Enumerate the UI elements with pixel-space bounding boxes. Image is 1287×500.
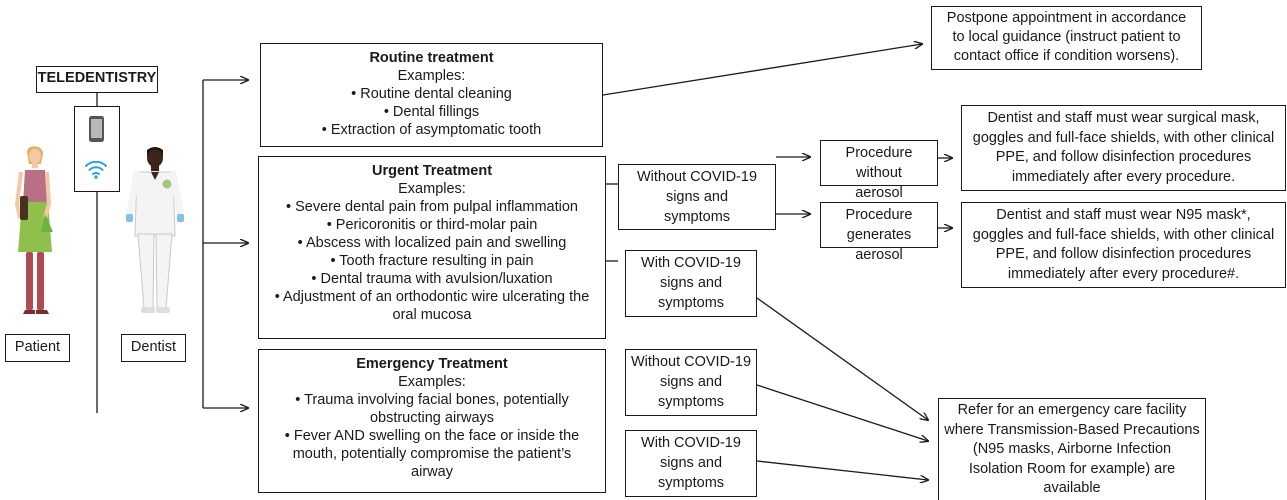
procedure-line: Procedure	[845, 207, 913, 223]
n95-mask-ppe-box: Dentist and staff must wear N95 mask*, g…	[961, 202, 1286, 288]
condition-line: With COVID-19	[641, 435, 741, 451]
outcome-line: Isolation Room for example) are	[968, 460, 1176, 477]
condition-line: signs and	[665, 189, 729, 205]
teledentistry-device-box	[74, 106, 120, 192]
outcome-line: (N95 masks, Airborne Infection	[972, 441, 1172, 457]
condition-line: signs and	[659, 455, 723, 471]
emergency-item: airway	[411, 464, 453, 480]
urgent-with-covid-box: With COVID-19 signs and symptoms	[625, 250, 757, 317]
outcome-line: immediately after every procedure#.	[1007, 265, 1240, 282]
outcome-line: goggles and full-face shields, with othe…	[972, 129, 1275, 146]
urgent-item: • Dental trauma with avulsion/luxation	[311, 271, 553, 287]
outcome-line: available	[1043, 480, 1101, 496]
emergency-examples-label: Examples:	[398, 374, 466, 390]
outcome-line: contact office if condition worsens).	[953, 48, 1180, 64]
refer-emergency-facility-box: Refer for an emergency care facility whe…	[938, 398, 1206, 500]
emergency-without-covid-box: Without COVID-19 signs and symptoms	[625, 349, 757, 416]
condition-line: signs and	[659, 275, 723, 291]
patient-figure	[14, 146, 53, 314]
urgent-without-covid-box: Without COVID-19 signs and symptoms	[618, 164, 776, 230]
routine-item: • Extraction of asymptomatic tooth	[321, 122, 542, 138]
urgent-item: oral mucosa	[392, 307, 472, 323]
teledentistry-label: TELEDENTISTRY	[36, 66, 158, 93]
wifi-icon	[85, 160, 107, 179]
routine-examples-label: Examples:	[397, 68, 466, 84]
postpone-appointment-box: Postpone appointment in accordance to lo…	[931, 6, 1202, 70]
urgent-title: Urgent Treatment	[371, 163, 493, 179]
routine-item: • Dental fillings	[383, 104, 480, 120]
emergency-title: Emergency Treatment	[356, 356, 508, 372]
emergency-with-covid-box: With COVID-19 signs and symptoms	[625, 430, 757, 497]
condition-line: Without COVID-19	[636, 169, 758, 185]
urgent-item: • Severe dental pain from pulpal inflamm…	[285, 199, 578, 215]
outcome-line: immediately after every procedure.	[1011, 168, 1236, 185]
condition-line: signs and	[659, 374, 723, 390]
emergency-item: mouth, potentially compromise the patien…	[292, 446, 572, 462]
procedure-generates-aerosol-box: Procedure generates aerosol	[820, 202, 938, 263]
outcome-line: Dentist and staff must wear surgical mas…	[987, 110, 1260, 126]
phone-icon	[89, 116, 104, 142]
procedure-line: aerosol	[855, 185, 903, 201]
urgent-item: • Pericoronitis or third-molar pain	[326, 217, 538, 233]
condition-line: With COVID-19	[641, 255, 741, 271]
outcome-line: where Transmission-Based Precautions	[944, 421, 1200, 438]
surgical-mask-ppe-box: Dentist and staff must wear surgical mas…	[961, 105, 1286, 191]
routine-item: • Routine dental cleaning	[351, 86, 512, 102]
outcome-line: PPE, and follow disinfection procedures	[995, 246, 1252, 262]
outcome-line: to local guidance (instruct patient to	[952, 29, 1181, 45]
outcome-line: Refer for an emergency care facility	[957, 402, 1187, 418]
dentist-figure	[125, 147, 185, 313]
outcome-line: PPE, and follow disinfection procedures	[995, 149, 1252, 165]
procedure-without-aerosol-box: Procedure without aerosol	[820, 140, 938, 201]
patient-label: Patient	[5, 334, 70, 362]
urgent-examples-label: Examples:	[398, 181, 466, 197]
urgent-item: • Adjustment of an orthodontic wire ulce…	[274, 289, 590, 305]
dentist-label: Dentist	[121, 334, 186, 362]
emergency-item: obstructing airways	[369, 410, 495, 426]
condition-line: symptoms	[657, 295, 725, 311]
urgent-item: • Abscess with localized pain and swelli…	[297, 235, 567, 251]
emergency-item: • Trauma involving facial bones, potenti…	[295, 392, 569, 408]
routine-treatment-box: Routine treatment Examples: • Routine de…	[260, 43, 603, 147]
condition-line: symptoms	[657, 475, 725, 491]
urgent-item: • Tooth fracture resulting in pain	[330, 253, 534, 269]
procedure-line: Procedure without	[845, 145, 913, 181]
emergency-item: • Fever AND swelling on the face or insi…	[284, 428, 580, 444]
condition-line: Without COVID-19	[630, 354, 752, 370]
procedure-line: generates aerosol	[846, 227, 912, 263]
urgent-treatment-box: Urgent Treatment Examples: • Severe dent…	[258, 156, 606, 339]
condition-line: symptoms	[657, 394, 725, 410]
outcome-line: Dentist and staff must wear N95 mask*,	[996, 207, 1251, 223]
outcome-line: Postpone appointment in accordance	[946, 10, 1187, 26]
routine-title: Routine treatment	[369, 50, 494, 66]
condition-line: symptoms	[663, 209, 731, 225]
outcome-line: goggles and full-face shields, with othe…	[972, 226, 1275, 243]
emergency-treatment-box: Emergency Treatment Examples: • Trauma i…	[258, 349, 606, 493]
